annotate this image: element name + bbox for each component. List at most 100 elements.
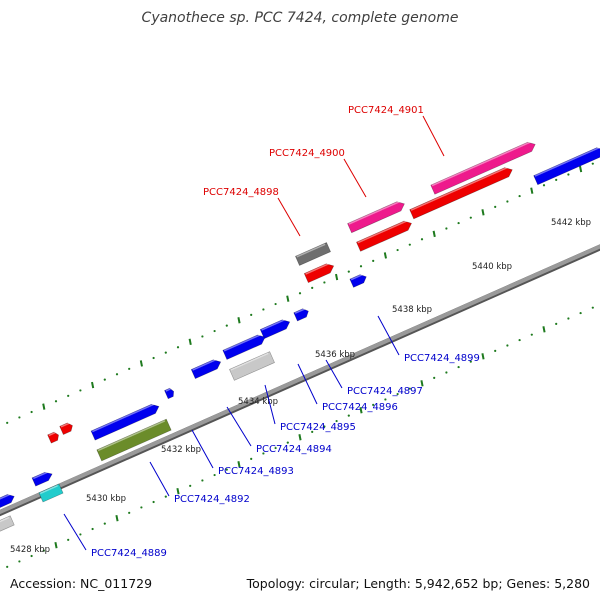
minor-tick (457, 365, 460, 369)
gene-highlight (192, 358, 218, 371)
gene-pcc7424-4901 (430, 140, 536, 195)
gene-pcc7424-4893 (164, 387, 174, 400)
gene-highlight (431, 140, 533, 187)
minor-tick (420, 238, 424, 241)
callout-4900-leader (343, 158, 367, 198)
minor-tick (152, 356, 155, 360)
minor-tick (54, 400, 58, 403)
minor-tick (67, 394, 70, 397)
gene-body (293, 308, 309, 322)
minor-tick (79, 533, 82, 536)
callout-4900-label: PCC7424_4900 (269, 148, 345, 159)
callout-4901-label: PCC7424_4901 (348, 105, 424, 116)
minor-tick (164, 495, 167, 498)
minor-tick (103, 522, 106, 525)
minor-tick (494, 349, 497, 352)
gene-highlight (357, 219, 409, 244)
major-tick (91, 381, 95, 389)
gene-body (356, 220, 412, 252)
callout-4892-leader (149, 461, 170, 497)
gene-highlight (305, 262, 331, 275)
gene-highlight (60, 422, 70, 428)
minor-tick (372, 259, 375, 262)
gene-body (190, 359, 222, 380)
upper-scale-ticks (6, 162, 594, 424)
minor-tick (164, 351, 167, 354)
minor-tick (555, 178, 558, 181)
callout-4899-leader (377, 315, 400, 356)
minor-tick (518, 194, 521, 198)
minor-tick (359, 265, 363, 268)
genome-backbone (0, 244, 600, 517)
gene-red-large (409, 166, 513, 220)
minor-tick (347, 414, 350, 417)
minor-tick (79, 389, 82, 392)
major-tick (481, 209, 485, 216)
major-tick (176, 488, 180, 495)
minor-tick (18, 560, 21, 563)
major-tick (432, 230, 436, 238)
minor-tick (506, 200, 509, 203)
gene-body (59, 422, 73, 435)
gene-body (164, 387, 174, 400)
minor-tick (6, 565, 9, 568)
major-tick (383, 252, 387, 259)
gene-highlight (0, 493, 12, 501)
gene-body (533, 147, 600, 186)
major-tick (420, 380, 424, 387)
callout-4892-label: PCC7424_4892 (174, 494, 250, 505)
minor-tick (128, 367, 131, 370)
minor-tick (323, 425, 326, 428)
backbone-line (0, 244, 600, 515)
major-tick (42, 403, 46, 410)
minor-tick (250, 313, 253, 316)
minor-tick (67, 538, 70, 541)
minor-tick (335, 419, 338, 423)
gene-highlight (534, 146, 600, 177)
gene-pcc7424-4889 (38, 483, 64, 503)
minor-tick (457, 221, 460, 225)
gene-highlight (48, 431, 56, 437)
gene-body (47, 431, 59, 444)
minor-tick (323, 281, 326, 284)
callout-4901-leader (422, 115, 445, 157)
major-tick (481, 353, 485, 360)
minor-tick (189, 484, 192, 487)
gene-highlight (410, 166, 510, 211)
minor-tick (30, 410, 33, 414)
minor-tick (469, 216, 472, 219)
callout-4893-label: PCC7424_4893 (218, 466, 294, 477)
callout-4894-label: PCC7424_4894 (256, 444, 332, 455)
minor-tick (128, 511, 131, 514)
gene-pcc7424-4900 (347, 200, 405, 234)
callout-4899-label: PCC7424_4899 (404, 353, 480, 364)
kbp-label: 5438 kbp (392, 305, 432, 315)
gene-red-tiny-1 (59, 422, 73, 435)
minor-tick (469, 360, 472, 363)
minor-tick (567, 173, 570, 176)
gene-body (295, 242, 331, 266)
gene-red-mid (356, 219, 412, 252)
minor-tick (201, 479, 204, 482)
callout-4898-leader (277, 197, 301, 237)
major-tick (237, 461, 241, 468)
gene-pcc7424-4896 (259, 318, 291, 340)
gene-pcc7424-4898 (295, 242, 331, 266)
minor-tick (518, 338, 521, 342)
minor-tick (445, 227, 448, 230)
major-tick (530, 187, 534, 194)
minor-tick (262, 308, 265, 311)
callout-4896-label: PCC7424_4896 (322, 402, 398, 413)
kbp-label: 5432 kbp (161, 445, 201, 455)
kbp-label: 5442 kbp (551, 218, 591, 228)
callout-4894-leader (226, 406, 252, 447)
minor-tick (274, 446, 277, 450)
gene-body (0, 494, 15, 509)
major-tick (298, 434, 302, 441)
gene-body (31, 471, 53, 487)
gene-highlight (33, 470, 50, 480)
minor-tick (225, 324, 228, 327)
lower-scale-ticks (6, 306, 594, 568)
gene-body (409, 167, 513, 220)
